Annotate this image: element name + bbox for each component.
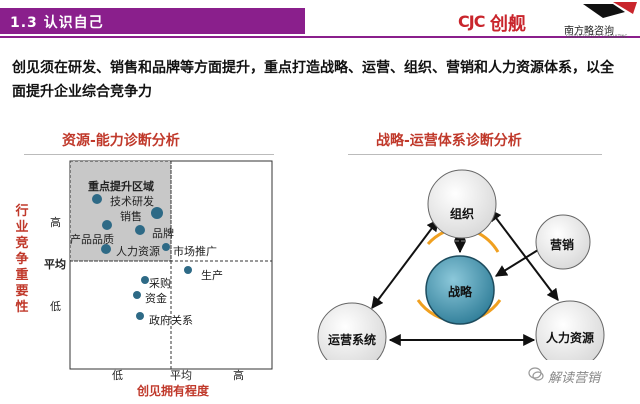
left-section-divider [24, 154, 274, 155]
matrix-point-8 [133, 291, 141, 299]
y-tick-high: 高 [50, 216, 61, 229]
y-tick-avg: 平均 [44, 258, 66, 271]
matrix-point-9 [136, 312, 144, 320]
matrix-point-5 [162, 243, 170, 251]
node-operations-label: 运营系统 [328, 333, 377, 347]
node-org [427, 169, 497, 239]
y-tick-low: 低 [50, 300, 61, 313]
matrix-point-6 [184, 266, 192, 274]
matrix-point-3 [102, 220, 112, 230]
matrix-point-7 [141, 276, 149, 284]
matrix-point-1 [151, 207, 163, 219]
x-tick-avg: 平均 [170, 369, 192, 382]
matrix-point-4 [101, 244, 111, 254]
arrow-org-hr [489, 209, 559, 301]
point-label-funds: 资金 [145, 292, 167, 305]
right-section-divider [348, 154, 602, 155]
highlight-zone-label: 重点提升区域 [88, 180, 154, 193]
point-label-promotion: 市场推广 [173, 245, 217, 258]
logo-brand: 创舰 [490, 14, 526, 35]
title-bar [0, 8, 305, 34]
resource-capability-matrix [69, 160, 273, 370]
logo-emblem-icon [563, 2, 637, 22]
node-strategy [425, 255, 495, 325]
right-section-title: 战略-运营体系诊断分析 [376, 133, 522, 149]
node-org-label: 组织 [450, 207, 475, 221]
logo-tagline: SOUTHSTRATEGY CONSULTING [566, 34, 628, 39]
node-marketing [535, 214, 591, 270]
y-axis-title: 行业竞争重要性 [15, 204, 29, 315]
point-label-quality: 产品品质 [70, 233, 114, 246]
intro-text: 创见须在研发、销售和品牌等方面提升，重点打造战略、运营、组织、营销和人力资源体系… [12, 60, 614, 100]
chat-bubble-icon [528, 367, 544, 381]
logo-subtitle: 南方略咨询 [564, 26, 614, 37]
x-tick-high: 高 [233, 369, 244, 382]
ring-arc-top-left [426, 230, 445, 246]
node-marketing-label: 营销 [550, 238, 575, 252]
node-hr [535, 300, 605, 360]
strategy-operations-diagram [317, 169, 605, 360]
point-label-brand: 品牌 [152, 227, 174, 240]
x-tick-low: 低 [112, 369, 123, 382]
header-divider [0, 36, 640, 38]
left-section-title: 资源-能力诊断分析 [62, 133, 180, 149]
watermark-text: 解读营销 [548, 371, 601, 386]
ring-arc-top-right [475, 230, 500, 253]
point-label-gov: 政府关系 [149, 314, 193, 327]
point-label-purchase: 采购 [149, 277, 171, 290]
point-label-tech-rd: 技术研发 [110, 195, 154, 208]
point-label-sales: 销售 [120, 210, 142, 223]
x-axis-title: 创见拥有程度 [137, 384, 210, 398]
node-hr-label: 人力资源 [546, 331, 595, 345]
logo [463, 2, 638, 36]
node-operations [317, 302, 387, 360]
arrow-org-ops [371, 219, 439, 309]
matrix-point-2 [135, 225, 145, 235]
point-label-hr: 人力资源 [116, 245, 160, 258]
node-strategy-label: 战略 [448, 285, 473, 299]
logo-mark: CJC [458, 12, 485, 31]
page-title: 1.3 认识自己 [10, 15, 104, 31]
arrow-marketing-strategy [494, 249, 539, 277]
matrix-point-0 [92, 194, 102, 204]
point-label-production: 生产 [201, 269, 223, 282]
